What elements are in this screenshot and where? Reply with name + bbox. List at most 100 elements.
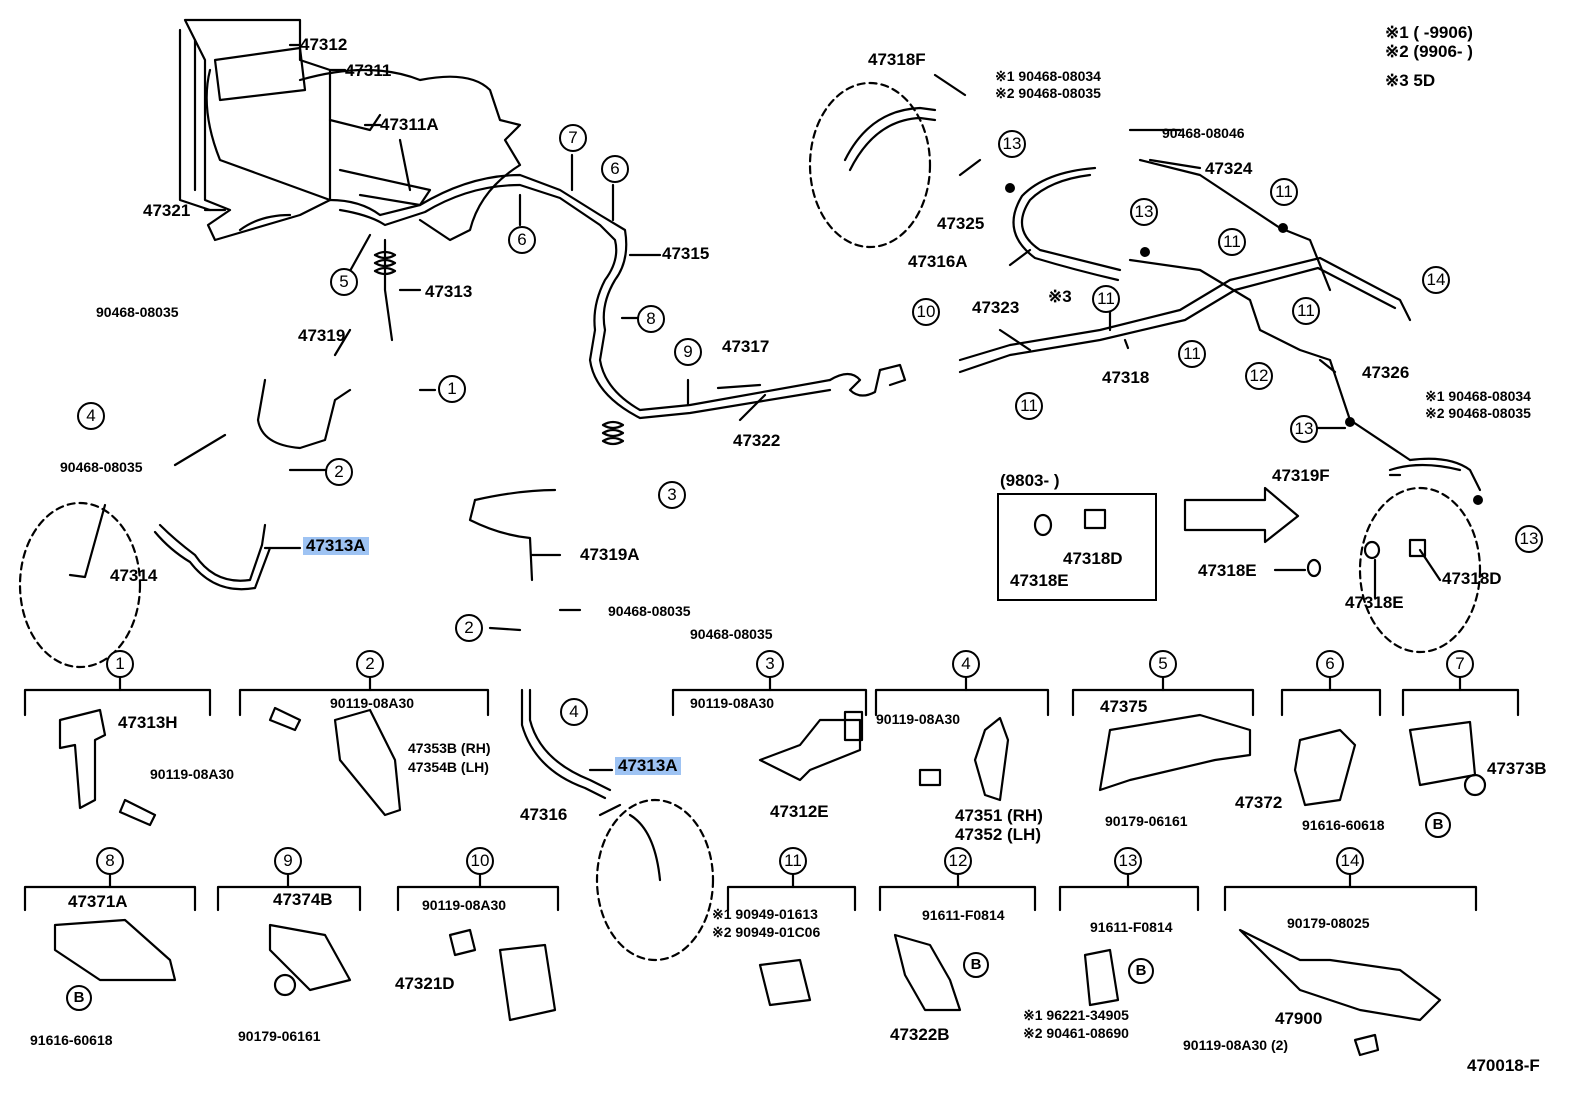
detail2-47354b[interactable]: 47354B (LH) [408,759,489,775]
part-90468-08035-r1[interactable]: ※2 90468-08035 [995,85,1101,101]
detail2-47353b[interactable]: 47353B (RH) [408,740,491,756]
detail3-47312e[interactable]: 47312E [770,802,829,821]
detail-header-2[interactable]: 2 [356,650,384,678]
part-47319[interactable]: 47319 [298,326,346,345]
callout-4b[interactable]: 4 [560,698,588,726]
callout-11b[interactable]: 11 [1015,392,1043,420]
part-47316a[interactable]: 47316A [908,252,968,271]
detail-header-14[interactable]: 14 [1336,847,1364,875]
part-47311[interactable]: 47311 [345,61,392,80]
detail5-47375[interactable]: 47375 [1100,697,1148,716]
detail8-47371a[interactable]: 47371A [68,892,128,911]
callout-1[interactable]: 1 [438,375,466,403]
part-47313a-highlight-a[interactable]: 47313A [303,537,369,555]
callout-6b[interactable]: 6 [601,155,629,183]
callout-9[interactable]: 9 [674,338,702,366]
part-47319f[interactable]: 47319F [1272,466,1330,485]
part-90468-08035-a[interactable]: 90468-08035 [96,304,179,320]
detail14-90179[interactable]: 90179-08025 [1287,915,1370,931]
detail-header-13[interactable]: 13 [1114,847,1142,875]
part-90468-08035-c[interactable]: 90468-08035 [608,603,691,619]
detail2-90119[interactable]: 90119-08A30 [330,695,415,711]
part-47318[interactable]: 47318 [1102,368,1150,387]
part-47311a[interactable]: 47311A [380,115,439,134]
detail-header-9[interactable]: 9 [274,847,302,875]
callout-2[interactable]: 2 [325,458,353,486]
callout-14[interactable]: 14 [1422,266,1450,294]
part-47323[interactable]: 47323 [972,298,1020,317]
detail14-90119[interactable]: 90119-08A30 (2) [1183,1037,1289,1053]
part-47318d-a[interactable]: 47318D [1442,569,1502,588]
callout-2b[interactable]: 2 [455,614,483,642]
detail4-90119[interactable]: 90119-08A30 [876,711,961,727]
detail-header-8[interactable]: 8 [96,847,124,875]
detail-header-3[interactable]: 3 [756,650,784,678]
detail14-47900[interactable]: 47900 [1275,1009,1323,1028]
callout-11f[interactable]: 11 [1292,297,1320,325]
detail12-47322b[interactable]: 47322B [890,1025,950,1044]
callout-11c[interactable]: 11 [1178,340,1206,368]
part-47324[interactable]: 47324 [1205,159,1253,178]
callout-11d[interactable]: 11 [1218,228,1246,256]
part-90468-08035-d[interactable]: 90468-08035 [690,626,773,642]
detail4-47351[interactable]: 47351 (RH) [955,806,1043,825]
part-47321[interactable]: 47321 [143,201,191,220]
part-47316[interactable]: 47316 [520,805,568,824]
callout-6a[interactable]: 6 [508,226,536,254]
detail-header-4[interactable]: 4 [952,650,980,678]
callout-8[interactable]: 8 [637,305,665,333]
detail1-47313h[interactable]: 47313H [118,713,178,732]
callout-11a[interactable]: 11 [1092,285,1120,313]
part-47322[interactable]: 47322 [733,431,781,450]
detail9-90179[interactable]: 90179-06161 [238,1028,321,1044]
detail-header-10[interactable]: 10 [466,847,494,875]
detail13-b[interactable]: ※2 90461-08690 [1023,1025,1129,1041]
detail11-b[interactable]: ※2 90949-01C06 [712,924,821,940]
part-47312[interactable]: 47312 [300,35,348,54]
detail3-90119[interactable]: 90119-08A30 [690,695,775,711]
callout-13b[interactable]: 13 [1130,198,1158,226]
detail7-47373b[interactable]: 47373B [1487,759,1547,778]
callout-4[interactable]: 4 [77,402,105,430]
detail7-91616[interactable]: 91616-60618 [1302,817,1385,833]
callout-13a[interactable]: 13 [998,130,1026,158]
detail13-91611[interactable]: 91611-F0814 [1090,919,1173,935]
part-47313[interactable]: 47313 [425,282,473,301]
part-90468-08034-r1[interactable]: ※1 90468-08034 [995,68,1101,84]
callout-13c[interactable]: 13 [1290,415,1318,443]
part-90468-08035-r2[interactable]: ※2 90468-08035 [1425,405,1531,421]
detail12-91611[interactable]: 91611-F0814 [922,907,1005,923]
part-47326[interactable]: 47326 [1362,363,1410,382]
part-47314[interactable]: 47314 [110,566,158,585]
callout-11e[interactable]: 11 [1270,178,1298,206]
detail-header-7[interactable]: 7 [1446,650,1474,678]
callout-12[interactable]: 12 [1245,362,1273,390]
detail10-90119[interactable]: 90119-08A30 [422,897,507,913]
detail1-90119[interactable]: 90119-08A30 [150,766,235,782]
detail-header-6[interactable]: 6 [1316,650,1344,678]
part-90468-08034-r2[interactable]: ※1 90468-08034 [1425,388,1531,404]
detail8-91616[interactable]: 91616-60618 [30,1032,113,1048]
detail11-a[interactable]: ※1 90949-01613 [712,906,818,922]
part-47318f[interactable]: 47318F [868,50,926,69]
inset-part-47318d[interactable]: 47318D [1063,549,1123,568]
detail6-47372[interactable]: 47372 [1235,793,1283,812]
detail-header-12[interactable]: 12 [944,847,972,875]
part-47318e-a[interactable]: 47318E [1198,561,1257,580]
part-47315[interactable]: 47315 [662,244,710,263]
detail-header-1[interactable]: 1 [106,650,134,678]
callout-5[interactable]: 5 [330,268,358,296]
detail-header-11[interactable]: 11 [779,847,807,875]
part-47313a-highlight-b[interactable]: 47313A [615,757,681,775]
detail5-90179[interactable]: 90179-06161 [1105,813,1188,829]
detail4-47352[interactable]: 47352 (LH) [955,825,1041,844]
detail9-47374b[interactable]: 47374B [273,890,333,909]
callout-3[interactable]: 3 [658,481,686,509]
callout-10[interactable]: 10 [912,298,940,326]
part-47318e-b[interactable]: 47318E [1345,593,1404,612]
part-90468-08046[interactable]: 90468-08046 [1162,125,1245,141]
detail-header-5[interactable]: 5 [1149,650,1177,678]
callout-13d[interactable]: 13 [1515,525,1543,553]
part-90468-08035-b[interactable]: 90468-08035 [60,459,143,475]
callout-7[interactable]: 7 [559,124,587,152]
